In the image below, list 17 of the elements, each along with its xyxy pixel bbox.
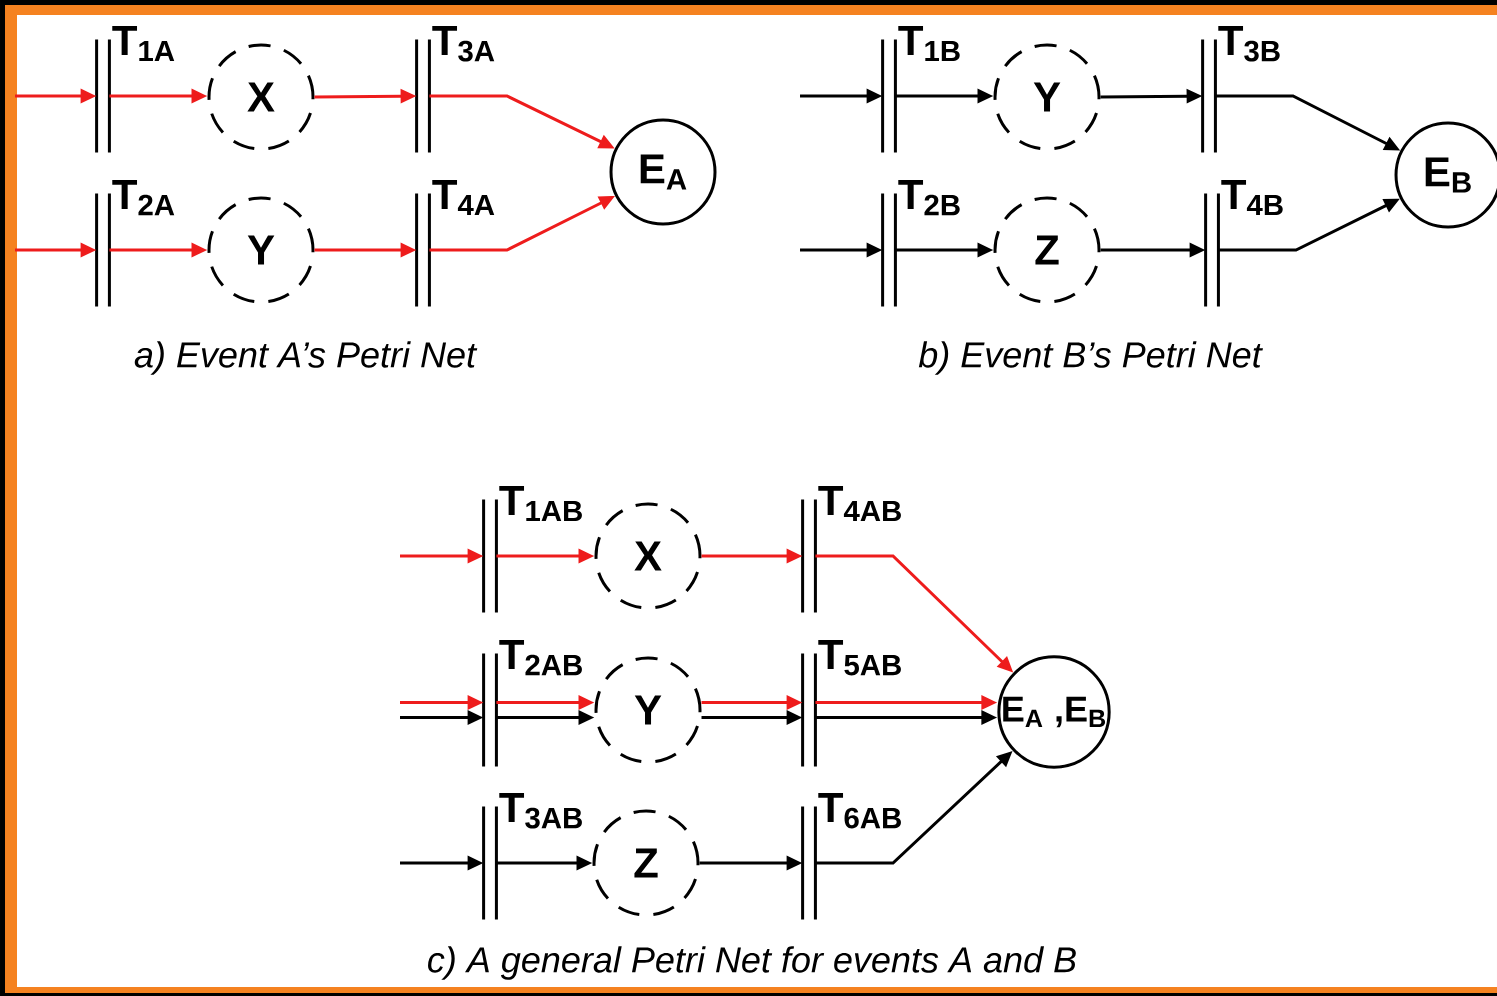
caption: b) Event B’s Petri Net <box>918 341 1263 375</box>
transition-bar: T$_{3B}$ <box>1201 26 1280 154</box>
transition-bar: T$_{1B}$ <box>881 26 960 154</box>
transition-bar: T$_{4A}$ <box>415 180 495 308</box>
caption: a) Event A’s Petri Net <box>134 341 478 375</box>
transition-bar: T$_{4AB}$ <box>801 486 901 614</box>
transition-bar: T$_{2AB}$ <box>482 640 582 768</box>
transition-bar: T$_{1AB}$ <box>482 486 582 614</box>
transition-bar: T$_{3A}$ <box>415 26 495 154</box>
transition-bar: T$_{1A}$ <box>95 26 175 154</box>
caption: c) A general Petri Net for events A and B <box>428 946 1076 980</box>
transition-bar: T$_{2B}$ <box>881 180 960 308</box>
transition-bar: T$_{4B}$ <box>1204 180 1283 308</box>
transition-bar: T$_{3AB}$ <box>482 793 582 921</box>
transition-bar: T$_{6AB}$ <box>801 793 901 921</box>
transition-bar: T$_{2A}$ <box>95 180 175 308</box>
transition-bar: T$_{5AB}$ <box>801 640 901 768</box>
